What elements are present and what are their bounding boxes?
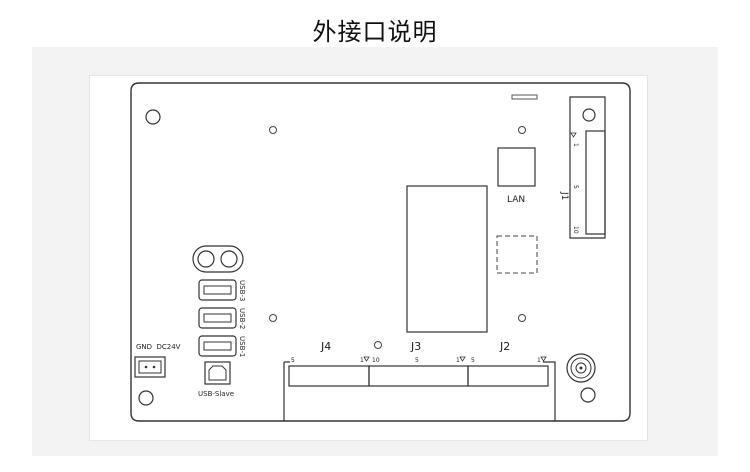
power-connector — [134, 356, 166, 378]
left-hole — [197, 250, 215, 268]
j4-pin1-marker — [363, 356, 370, 362]
j1-pin1-label: 1 — [572, 143, 579, 147]
j1-label: J1 — [559, 191, 569, 200]
screw-hole-3 — [269, 314, 277, 322]
j4-label: J4 — [320, 340, 331, 353]
j2-pin-1-label: 1 — [537, 357, 541, 364]
j1-pin1-marker — [570, 132, 577, 138]
lan-label: LAN — [507, 195, 525, 205]
mounting-hole-bottom-right — [580, 387, 596, 403]
center-label-area — [406, 185, 488, 333]
j3-pin-10-label: 10 — [372, 357, 380, 364]
mounting-hole-bottom-left — [138, 390, 154, 406]
j1-connector-body — [585, 130, 606, 235]
usb-1-port — [198, 335, 237, 357]
usb-3-label: USB-3 — [238, 280, 246, 301]
j3-label: J3 — [410, 340, 421, 353]
right-hole — [220, 250, 238, 268]
usb-slave-label: USB-Slave — [198, 390, 234, 398]
usb-2-port — [198, 307, 237, 329]
j4-connector — [288, 365, 370, 387]
j2-connector — [467, 365, 549, 387]
power-label: GND DC24V — [136, 343, 181, 351]
usb-2-label: USB-2 — [238, 308, 246, 329]
j1-pin10-label: 10 — [572, 226, 579, 234]
j4-pin-5-label: 5 — [291, 357, 295, 364]
j3-connector — [368, 365, 469, 387]
screw-hole-1 — [269, 126, 277, 134]
j2-label: J2 — [499, 340, 510, 353]
screw-hole-4 — [518, 314, 526, 322]
screw-hole-2 — [518, 126, 526, 134]
j3-pin1-marker — [459, 356, 466, 362]
dashed-component — [496, 235, 538, 274]
j1-pin5-label: 5 — [572, 185, 579, 189]
j3-pin-5-label: 5 — [415, 357, 419, 364]
lan-port — [497, 147, 536, 187]
usb-slave-port — [204, 361, 231, 385]
bottom-connector-outline — [283, 361, 556, 421]
j1-connector-outline — [569, 96, 606, 239]
mounting-hole-top-left — [145, 109, 161, 125]
j4-pin-1-label: 1 — [360, 357, 364, 364]
double-hole-outline — [192, 245, 244, 273]
screw-hole-5 — [374, 341, 382, 349]
usb-1-label: USB-1 — [238, 336, 246, 357]
mounting-hole-top-right — [582, 108, 596, 122]
top-tab — [511, 94, 538, 100]
antenna-connector — [566, 353, 596, 383]
device-outline — [130, 82, 631, 422]
j3-pin-1-label: 1 — [456, 357, 460, 364]
j2-pin-5-label: 5 — [471, 357, 475, 364]
page-title: 外接口说明 — [312, 18, 438, 46]
j2-pin1-marker — [540, 356, 547, 362]
usb-3-port — [198, 279, 237, 301]
